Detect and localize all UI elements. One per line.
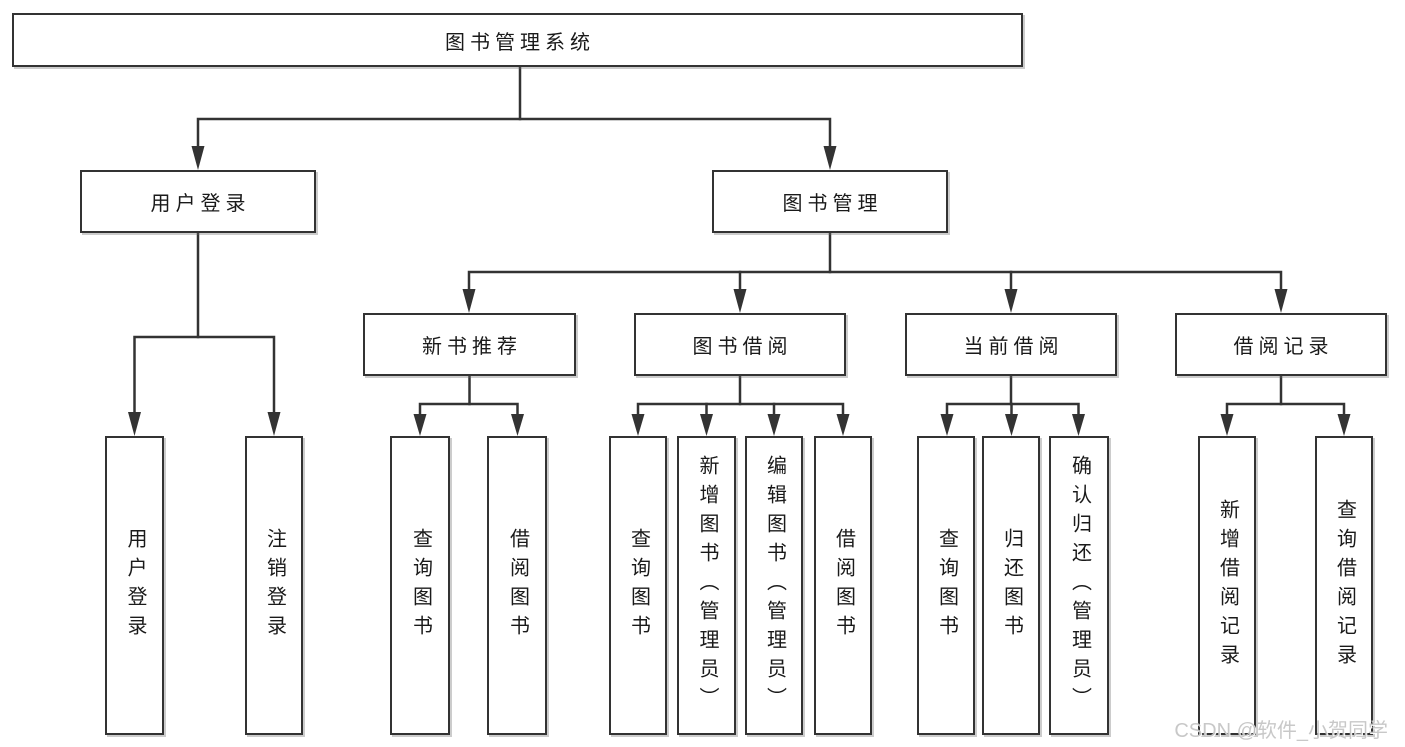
node-new-book-recommend-label: 新书推荐 [422,336,522,358]
leaf-user-login: 用户登录 [105,436,164,735]
leaf-search-books-borrow: 查询图书 [609,436,667,735]
leaf-logout: 注销登录 [245,436,303,735]
node-book-management: 图书管理 [712,170,948,233]
leaf-logout-label: 注销登录 [263,527,286,644]
leaf-return-books-label: 归还图书 [1000,527,1023,644]
leaf-borrow-books-label: 借阅图书 [832,527,855,644]
leaf-search-books-current: 查询图书 [917,436,975,735]
leaf-borrow-books-recommend: 借阅图书 [487,436,547,735]
node-library-system-label: 图书管理系统 [445,31,595,54]
leaf-search-borrow-record-label: 查询借阅记录 [1333,498,1356,673]
leaf-edit-books-admin: 编辑图书（管理员） [745,436,803,735]
leaf-return-books: 归还图书 [982,436,1040,735]
node-user-login-label: 用户登录 [150,193,251,215]
leaf-confirm-return-admin: 确认归还（管理员） [1049,436,1109,735]
leaf-search-borrow-record: 查询借阅记录 [1315,436,1373,735]
node-user-login: 用户登录 [80,170,316,233]
leaf-search-books-current-label: 查询图书 [935,527,958,644]
leaf-add-books-admin: 新增图书（管理员） [677,436,736,735]
leaf-add-books-admin-label: 新增图书（管理员） [696,455,718,716]
node-book-borrowing-label: 图书借阅 [692,336,793,358]
leaf-user-login-label: 用户登录 [124,527,146,644]
node-new-book-recommend: 新书推荐 [363,313,576,376]
node-library-system: 图书管理系统 [12,13,1023,67]
leaf-confirm-return-admin-label: 确认归还（管理员） [1068,455,1091,716]
leaf-add-borrow-record-label: 新增借阅记录 [1216,498,1239,673]
leaf-borrow-books: 借阅图书 [814,436,872,735]
node-book-borrowing: 图书借阅 [634,313,846,376]
csdn-watermark: CSDN @软件_小贺同学 [1174,720,1388,742]
node-current-borrowing: 当前借阅 [905,313,1117,376]
node-borrowing-records: 借阅记录 [1175,313,1387,376]
leaf-search-books-recommend-label: 查询图书 [409,527,432,644]
leaf-add-borrow-record: 新增借阅记录 [1198,436,1256,735]
node-current-borrowing-label: 当前借阅 [963,336,1064,358]
node-book-management-label: 图书管理 [782,193,883,215]
leaf-borrow-books-recommend-label: 借阅图书 [506,527,529,644]
leaf-search-books-recommend: 查询图书 [390,436,450,735]
leaf-search-books-borrow-label: 查询图书 [627,527,650,644]
node-borrowing-records-label: 借阅记录 [1233,336,1334,358]
leaf-edit-books-admin-label: 编辑图书（管理员） [763,455,786,716]
